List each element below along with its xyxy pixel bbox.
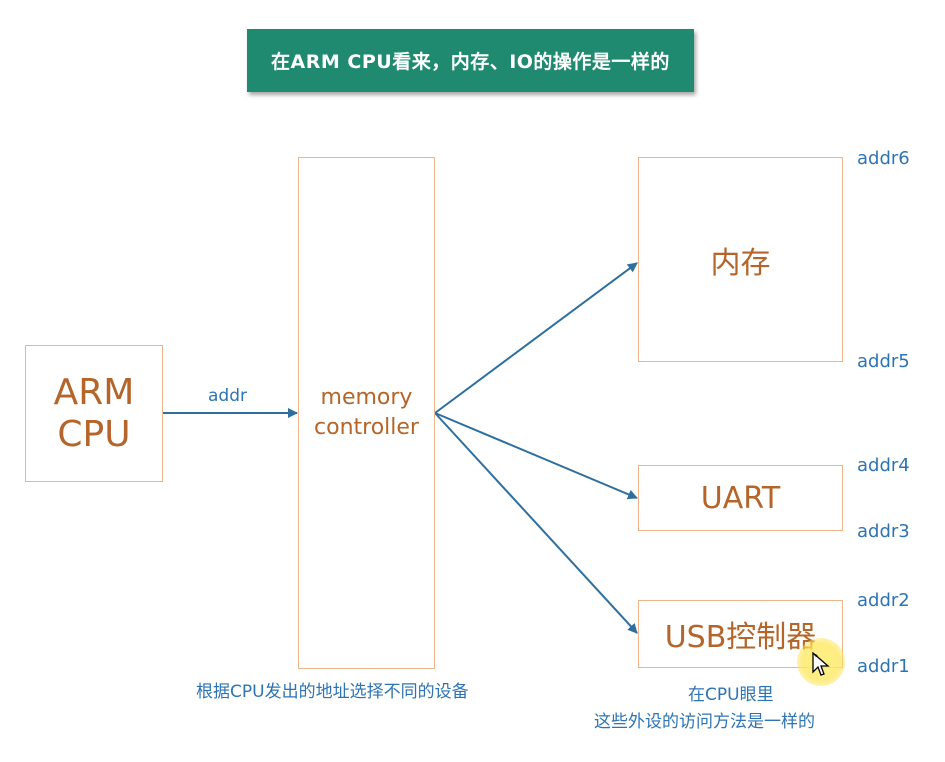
- addr2-label: addr2: [857, 590, 910, 611]
- addr6-label: addr6: [857, 148, 910, 169]
- cpu-view-caption-line1: 在CPU眼里: [688, 685, 774, 705]
- move-cursor-icon: [812, 652, 830, 676]
- title-banner: 在ARM CPU看来，内存、IO的操作是一样的: [247, 29, 694, 92]
- usb-controller-device-box: USB控制器: [638, 600, 843, 668]
- memory-device-box: 内存: [638, 157, 843, 362]
- uart-device-box: UART: [638, 465, 843, 531]
- addr5-label: addr5: [857, 351, 910, 372]
- arrow-controller-to-uart: [434, 412, 638, 500]
- controller-caption: 根据CPU发出的地址选择不同的设备: [196, 682, 469, 702]
- arrow-controller-to-usb: [434, 412, 638, 634]
- addr3-label: addr3: [857, 521, 910, 542]
- memory-controller-box: memory controller: [298, 157, 435, 669]
- addr4-label: addr4: [857, 455, 910, 476]
- arm-cpu-box: ARM CPU: [25, 345, 163, 482]
- arrow-controller-to-memory: [434, 262, 638, 414]
- addr1-label: addr1: [857, 656, 910, 677]
- bus-addr-label: addr: [208, 386, 247, 406]
- cpu-view-caption-line2: 这些外设的访问方法是一样的: [594, 712, 815, 732]
